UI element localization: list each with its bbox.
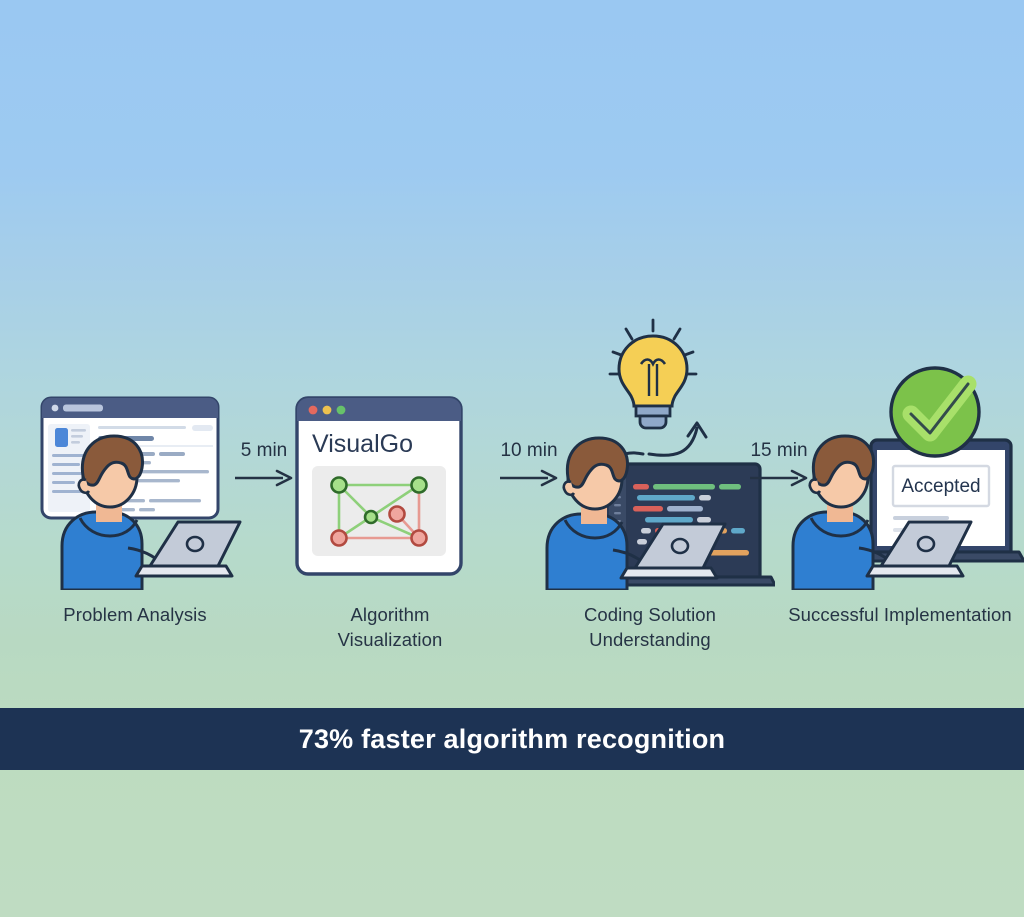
accepted-label: Accepted [901, 476, 980, 497]
curved-up-arrow-icon [647, 426, 699, 457]
arrow-right-icon [733, 469, 825, 492]
accepted-laptop-with-check-icon: Accepted [791, 366, 1024, 590]
connector-time-label: 15 min [750, 440, 808, 461]
coding-solution-illustration [525, 312, 775, 590]
successful-implementation-illustration: Accepted [775, 340, 1024, 590]
visualgo-illustration: VisualGo [265, 340, 515, 590]
visualgo-title: VisualGo [312, 430, 413, 458]
graph-node [330, 476, 348, 494]
graph-node [388, 505, 406, 523]
process-flow: Problem Analysis 5 min Visu [0, 318, 1024, 670]
result-banner: 73% faster algorithm recognition [0, 708, 1024, 770]
step-successful-implementation: Accepted [775, 340, 1024, 670]
step-caption: Problem Analysis [63, 604, 207, 625]
step-caption: Coding Solution Understanding [583, 604, 717, 650]
graph-node [410, 476, 428, 494]
step-coding-solution-understanding: Coding Solution Understanding [525, 318, 775, 670]
graph-node [330, 529, 348, 547]
connector-1: 5 min [218, 440, 310, 510]
graph-node [410, 529, 428, 547]
step-algorithm-visualization: VisualGo [265, 340, 515, 670]
problem-browser-window-icon [40, 396, 242, 590]
connector-time-label: 10 min [500, 440, 558, 461]
graph-node [363, 509, 379, 525]
step-caption: Successful Implementation [788, 604, 1012, 625]
code-editor-with-lightbulb-icon [545, 318, 775, 590]
arrow-right-icon [218, 469, 310, 492]
step-problem-analysis: Problem Analysis [10, 340, 260, 670]
connector-time-label: 5 min [240, 440, 288, 461]
connector-3: 15 min [733, 440, 825, 510]
connector-2: 10 min [483, 440, 575, 510]
lightbulb-glass [617, 334, 689, 408]
visualgo-browser-window-icon: VisualGo [295, 396, 463, 576]
problem-analysis-illustration [10, 340, 260, 590]
step-caption: Algorithm Visualization [337, 604, 443, 650]
arrow-right-icon [483, 469, 575, 492]
result-banner-text: 73% faster algorithm recognition [298, 723, 726, 754]
